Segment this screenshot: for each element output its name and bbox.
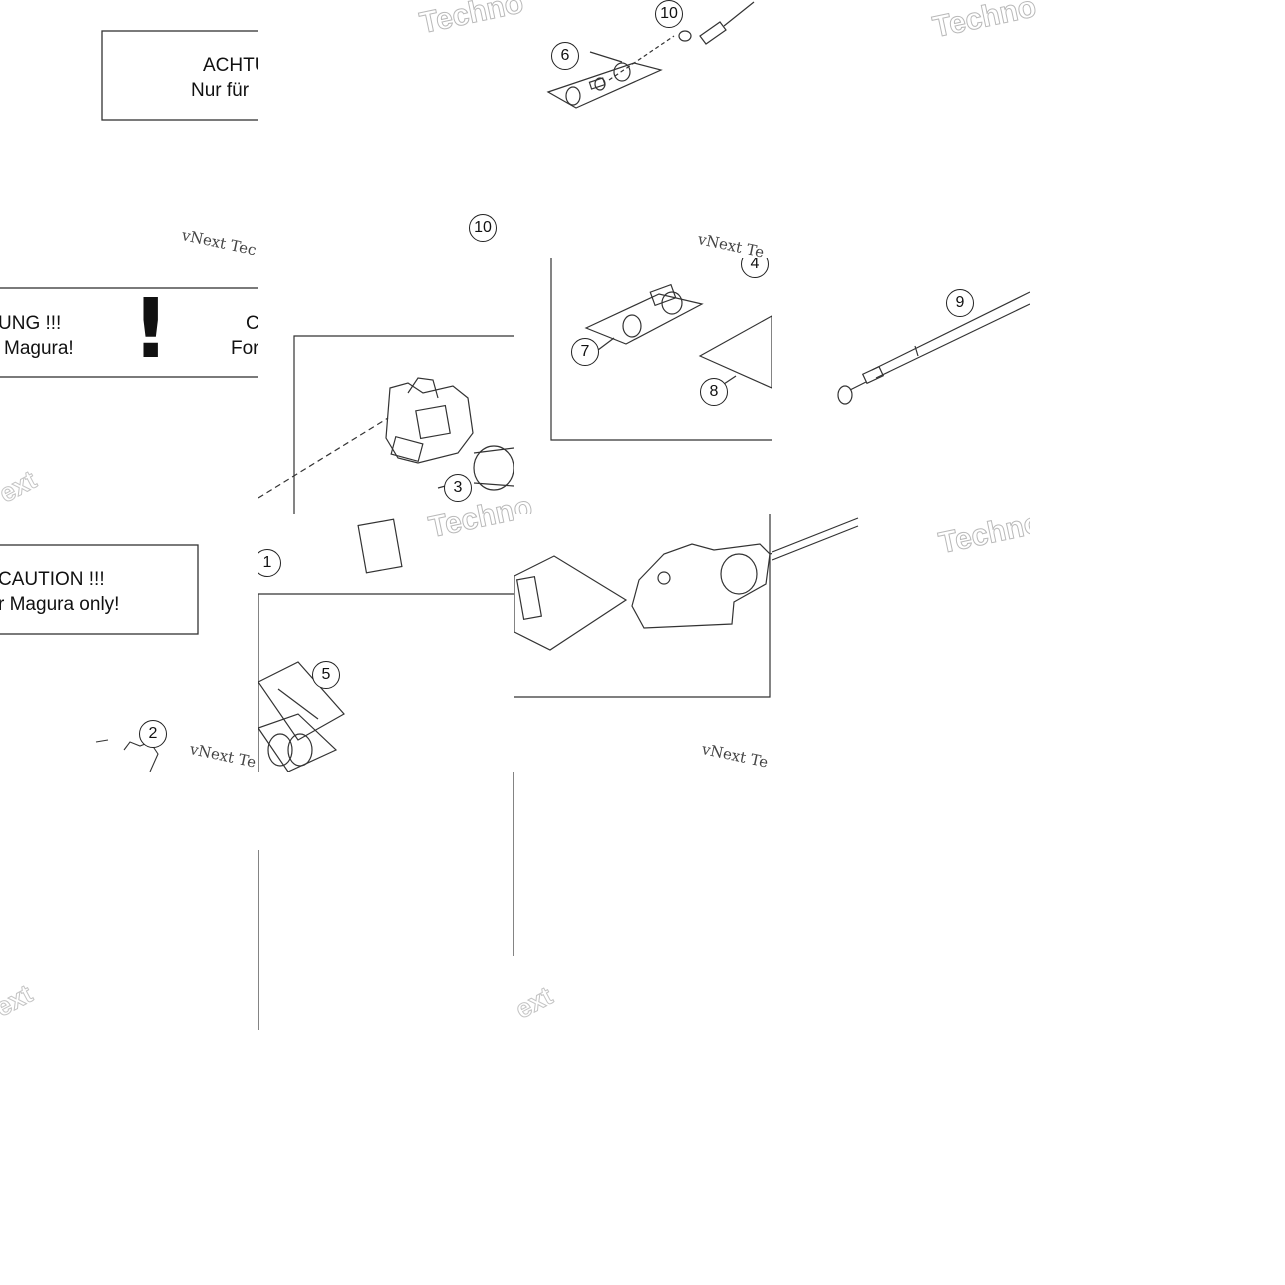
warning-title-de: UNG !!! xyxy=(0,313,62,334)
watermark-text: Techno xyxy=(416,0,527,41)
tile-bottom-frame xyxy=(258,772,514,1030)
watermark-text: Techno xyxy=(929,0,1040,45)
piston-drawing xyxy=(550,258,772,441)
tile-caution-en: CAUTION !!! r Magura only! 2 xyxy=(0,514,258,772)
callout-8: 8 xyxy=(700,378,728,406)
warning-title-de: ACHTU xyxy=(203,55,258,76)
callout-5: 5 xyxy=(312,661,340,689)
warning-body-de: Nur für xyxy=(191,80,250,101)
warning-body-en: For xyxy=(231,338,258,359)
tile-hose-end: Techno xyxy=(772,514,1030,772)
tile-pads: vNext Te xyxy=(514,514,772,772)
callout-3: 3 xyxy=(444,474,472,502)
bleed-screw-drawing xyxy=(546,1,755,109)
warning-title-en: CAUTION !!! xyxy=(0,569,105,590)
warning-title-en: C xyxy=(246,313,258,334)
tile-seals: 1 5 xyxy=(258,514,514,772)
tile-caliper: 10 3 xyxy=(258,258,514,514)
callout-1: 1 xyxy=(258,549,281,577)
warning-body-de: Magura! xyxy=(4,338,74,359)
tile-bleed-screw: 10 6 xyxy=(514,0,772,258)
brake-hose-drawing xyxy=(837,291,1030,405)
callout-2: 2 xyxy=(139,720,167,748)
warning-box-outline xyxy=(101,30,258,121)
callout-6: 6 xyxy=(551,42,579,70)
warning-box-outline xyxy=(0,287,258,378)
callout-10: 10 xyxy=(655,0,683,28)
tile-warning-full: UNG !!! Magura! ! C For xyxy=(0,258,258,514)
tile-pistons: 4 7 8 xyxy=(514,258,772,514)
warning-body-en: r Magura only! xyxy=(0,594,120,615)
brake-caliper-drawing xyxy=(258,335,514,514)
callout-7: 7 xyxy=(571,338,599,366)
hose-end-drawing xyxy=(772,517,859,561)
warning-box-outline xyxy=(0,544,199,772)
callout-label: 10 xyxy=(474,219,492,236)
tile-warning-de: ACHTU Nur für vNext Tec xyxy=(0,0,258,258)
callout-9: 9 xyxy=(946,289,974,317)
watermark-text: ext xyxy=(509,980,558,1025)
callout-10: 10 xyxy=(469,214,497,242)
watermark-text: ext xyxy=(0,978,38,1023)
seal-kit-drawing xyxy=(258,518,514,772)
exclamation-icon: ! xyxy=(132,282,170,377)
frame-outline xyxy=(258,772,514,1030)
brake-pad-drawing xyxy=(514,514,772,698)
tile-hose: 9 xyxy=(772,258,1030,514)
